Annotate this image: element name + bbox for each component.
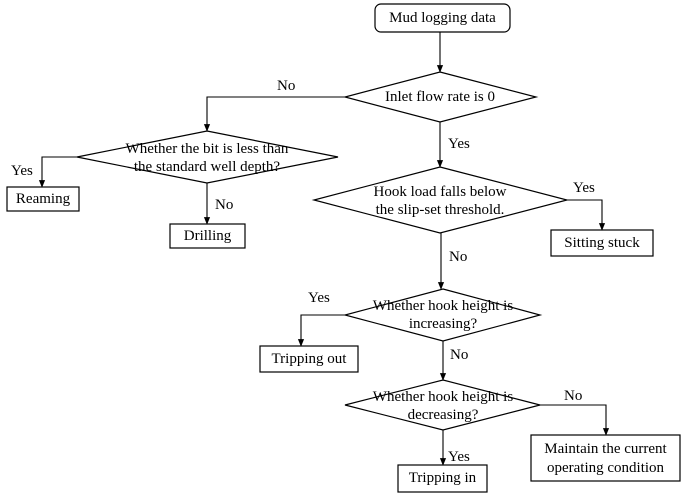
bit-label-line2: the standard well depth? [133,159,281,175]
arrow-dec-no [540,404,610,436]
maintain-label-line2: operating condition [546,460,665,476]
edge-label-bit-no: No [215,197,234,213]
maintain-label-line1: Maintain the current [544,441,667,457]
edge-label-dec-no: No [564,388,583,404]
bit-label-line1: Whether the bit is less than [125,141,289,157]
drilling-label: Drilling [183,228,232,244]
edge-label-hook-yes: Yes [573,180,595,196]
arrow-bit-yes [38,156,77,188]
hook-load-label-line2: the slip-set threshold. [375,202,505,218]
reaming-label: Reaming [15,191,71,207]
start-box [374,3,511,33]
inlet-label: Inlet flow rate is 0 [385,89,495,105]
edge-label-inlet-yes: Yes [448,136,470,152]
tripping-in-label: Tripping in [408,470,477,486]
arrow-inc-yes [297,314,345,347]
sitting-stuck-label: Sitting stuck [564,235,640,251]
tripping-out-box [259,345,359,373]
hook-decreasing-label-line1: Whether hook height is [372,389,514,405]
hook-decreasing-label-line2: decreasing? [407,407,479,423]
tripping-in-box [397,464,488,493]
maintain-box [530,434,681,482]
edge-label-inlet-no: No [277,78,296,94]
hook-increasing-label-line2: increasing? [408,316,478,332]
hook-increasing-label-line1: Whether hook height is [372,298,514,314]
hook-load-label-line1: Hook load falls below [373,184,507,200]
edge-label-inc-no: No [450,347,469,363]
edge-label-hook-no: No [449,249,468,265]
start-label: Mud logging data [389,10,496,26]
edge-label-inc-yes: Yes [308,290,330,306]
reaming-box [6,186,80,212]
tripping-out-label: Tripping out [271,351,347,367]
drilling-box [169,223,246,249]
edge-label-bit-yes: Yes [11,163,33,179]
arrow-inlet-no [203,96,345,132]
arrow-hook-yes [567,199,606,231]
edge-label-dec-yes: Yes [448,449,470,465]
hook-load-decision [311,166,570,234]
